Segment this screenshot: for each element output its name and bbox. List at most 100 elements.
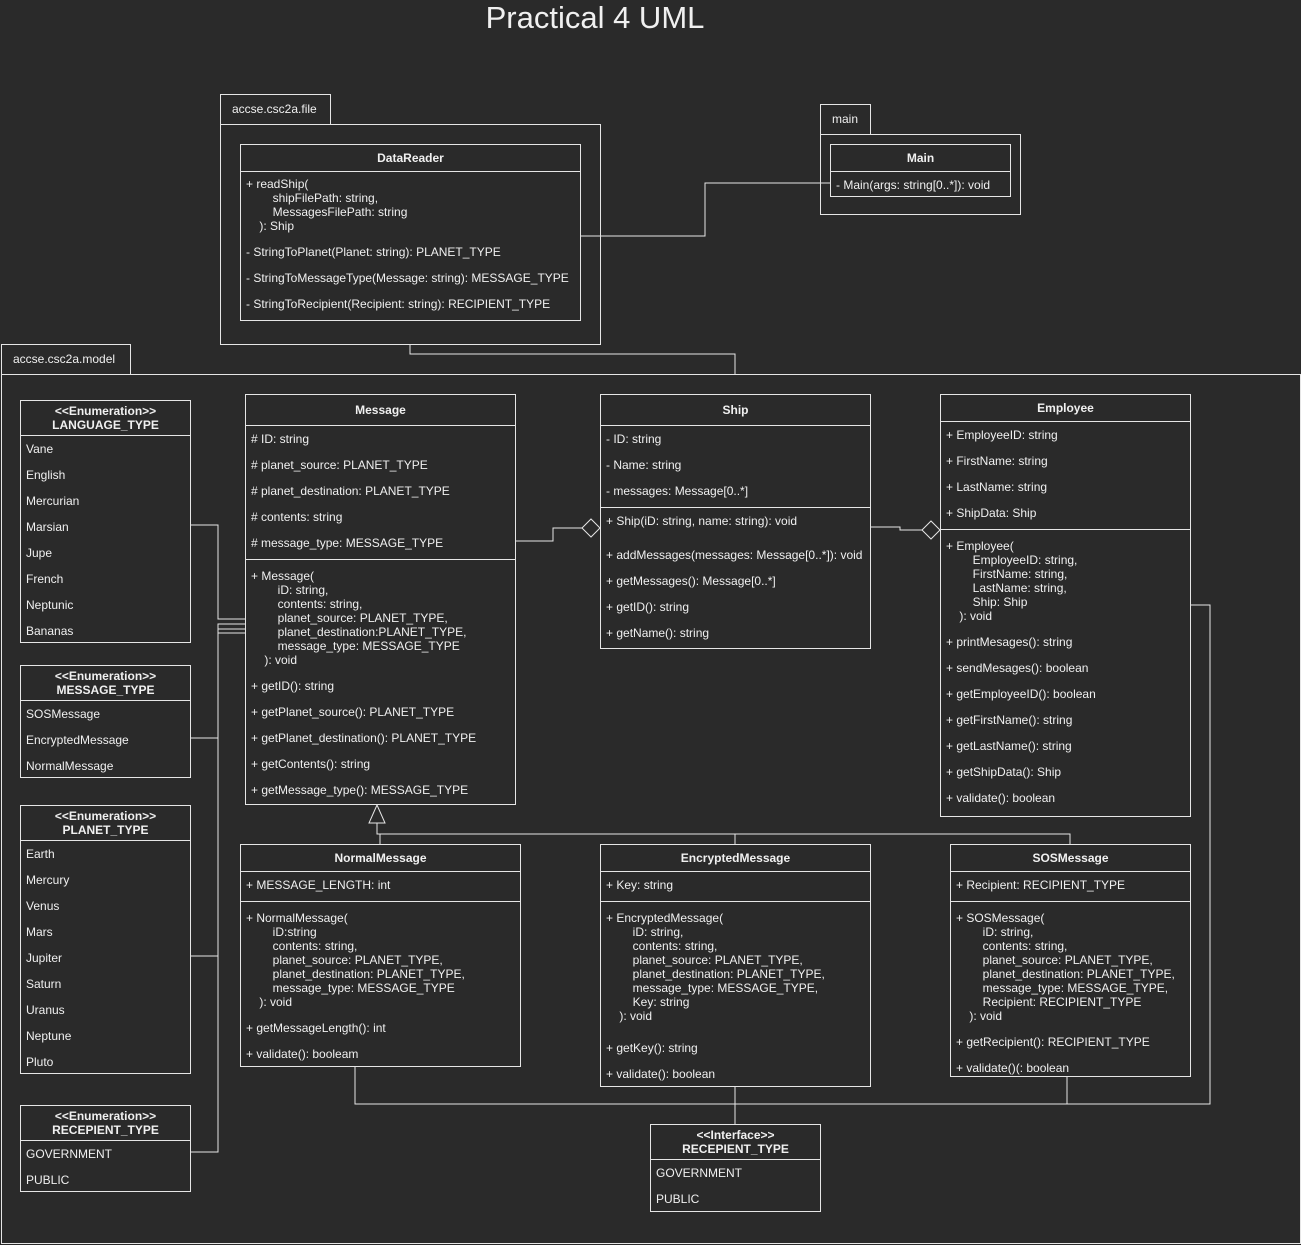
- enum-value: SOSMessage: [26, 707, 101, 721]
- class-ship: Ship - ID: string - Name: string - messa…: [600, 394, 871, 649]
- enum-value: Mercurian: [26, 494, 80, 508]
- class-attribute: + MESSAGE_LENGTH: int: [246, 878, 391, 892]
- class-member: - Main(args: string[0..*]): void: [836, 178, 991, 192]
- class-method: + EncryptedMessage( iD: string, contents…: [606, 911, 825, 1023]
- enum-stereotype: <<Enumeration>>: [54, 669, 157, 683]
- class-member: - StringToMessageType(Message: string): …: [246, 271, 569, 285]
- class-sos-message: SOSMessage + Recipient: RECIPIENT_TYPE +…: [950, 844, 1191, 1077]
- enum-value: Marsian: [26, 520, 69, 534]
- employee-ship-aggregation: [870, 526, 922, 531]
- class-name: Ship: [601, 395, 870, 426]
- class-attribute: - messages: Message[0..*]: [606, 484, 749, 498]
- class-attribute: + EmployeeID: string: [946, 428, 1058, 442]
- class-method: + Ship(iD: string, name: string): void: [606, 514, 798, 528]
- class-encrypted-message: EncryptedMessage + Key: string + Encrypt…: [600, 844, 871, 1087]
- class-attribute: + Recipient: RECIPIENT_TYPE: [956, 878, 1126, 892]
- class-datareader: DataReader + readShip( shipFilePath: str…: [240, 144, 581, 321]
- enum-value: Mars: [26, 925, 53, 939]
- enum-value: Venus: [26, 899, 60, 913]
- class-name: Employee: [941, 395, 1190, 422]
- class-method: + Message( iD: string, contents: string,…: [251, 569, 467, 667]
- enum-value: English: [26, 468, 66, 482]
- enum-value: Uranus: [26, 1003, 65, 1017]
- enum-stereotype: <<Enumeration>>: [54, 809, 157, 823]
- class-method: + getID(): string: [606, 600, 690, 614]
- class-attribute: + LastName: string: [946, 480, 1048, 494]
- enum-stereotype: <<Enumeration>>: [54, 1109, 157, 1123]
- package-file: [220, 124, 601, 345]
- class-attribute: + ShipData: Ship: [946, 506, 1037, 520]
- interface-stereotype: <<Interface>>: [696, 1128, 775, 1142]
- class-attribute: # planet_destination: PLANET_TYPE: [251, 484, 450, 498]
- class-method: + Employee( EmployeeID: string, FirstNam…: [946, 539, 1078, 623]
- enum-value: Saturn: [26, 977, 62, 991]
- class-method: + getMessage_type(): MESSAGE_TYPE: [251, 783, 469, 797]
- class-method: + getEmployeeID(): boolean: [946, 687, 1096, 701]
- class-attribute: + FirstName: string: [946, 454, 1048, 468]
- class-normal-message: NormalMessage + MESSAGE_LENGTH: int + No…: [240, 844, 521, 1067]
- main-datareader-link: [580, 182, 830, 237]
- package-main: [820, 134, 1021, 215]
- class-method: + validate()(: boolean: [956, 1061, 1070, 1075]
- enum-value: GOVERNMENT: [26, 1147, 113, 1161]
- class-method: + addMessages(messages: Message[0..*]): …: [606, 548, 863, 562]
- class-attribute: # message_type: MESSAGE_TYPE: [251, 536, 444, 550]
- class-member: - StringToRecipient(Recipient: string): …: [246, 297, 551, 311]
- enum-value: Bananas: [26, 624, 74, 638]
- class-method: + printMesages(): string: [946, 635, 1073, 649]
- class-attribute: # contents: string: [251, 510, 343, 524]
- generalization-arrowhead: [368, 803, 386, 824]
- class-method: + sendMesages(): boolean: [946, 661, 1089, 675]
- enum-name: PLANET_TYPE: [62, 823, 149, 837]
- enum-value: Jupiter: [26, 951, 63, 965]
- class-attribute: # planet_source: PLANET_TYPE: [251, 458, 428, 472]
- enum-name: RECEPIENT_TYPE: [52, 1123, 159, 1137]
- class-method: + validate(): boolean: [606, 1067, 716, 1081]
- message-generalization: [376, 823, 1071, 844]
- class-attribute: - ID: string: [606, 432, 662, 446]
- package-tab-file: accse.csc2a.file: [220, 94, 331, 125]
- package-tab-model: accse.csc2a.model: [1, 344, 131, 375]
- diagram-title: Practical 4 UML: [485, 0, 705, 35]
- class-name: EncryptedMessage: [601, 845, 870, 872]
- file-model-link: [409, 344, 736, 374]
- enum-value: Neptune: [26, 1029, 72, 1043]
- interface-link: [354, 604, 1211, 1124]
- enum-value: PUBLIC: [26, 1173, 70, 1187]
- class-attribute: - Name: string: [606, 458, 682, 472]
- package-tab-main: main: [820, 104, 871, 135]
- enum-value: Earth: [26, 847, 55, 861]
- class-attribute: # ID: string: [251, 432, 310, 446]
- class-method: + getID(): string: [251, 679, 335, 693]
- enum-value: NormalMessage: [26, 759, 114, 773]
- interface-value: GOVERNMENT: [656, 1166, 743, 1180]
- class-name: NormalMessage: [241, 845, 520, 872]
- class-method: + getMessages(): Message[0..*]: [606, 574, 776, 588]
- class-employee: Employee + EmployeeID: string + FirstNam…: [940, 394, 1191, 817]
- class-name: Main: [831, 145, 1010, 172]
- class-name: SOSMessage: [951, 845, 1190, 872]
- interface-value: PUBLIC: [656, 1192, 700, 1206]
- class-method: + SOSMessage( iD: string, contents: stri…: [956, 911, 1175, 1023]
- ship-message-aggregation: [515, 527, 582, 542]
- enum-value: EncryptedMessage: [26, 733, 129, 747]
- enum-language-type: <<Enumeration>> LANGUAGE_TYPE Vane Engli…: [20, 400, 191, 643]
- enum-planet-type: <<Enumeration>> PLANET_TYPE Earth Mercur…: [20, 805, 191, 1074]
- enum-value: Vane: [26, 442, 54, 456]
- enum-name: LANGUAGE_TYPE: [52, 418, 159, 432]
- class-method: + validate(): booleam: [246, 1047, 359, 1061]
- class-method: + NormalMessage( iD:string contents: str…: [246, 911, 465, 1009]
- enum-value: Mercury: [26, 873, 70, 887]
- class-method: + getPlanet_destination(): PLANET_TYPE: [251, 731, 477, 745]
- class-name: Message: [246, 395, 515, 426]
- class-member: + readShip( shipFilePath: string, Messag…: [246, 177, 408, 233]
- class-name: DataReader: [241, 145, 580, 172]
- enum-name: MESSAGE_TYPE: [56, 683, 155, 697]
- enum-recepient-type: <<Enumeration>> RECEPIENT_TYPE GOVERNMEN…: [20, 1105, 191, 1192]
- class-method: + getShipData(): Ship: [946, 765, 1062, 779]
- class-method: + getPlanet_source(): PLANET_TYPE: [251, 705, 455, 719]
- class-method: + getContents(): string: [251, 757, 371, 771]
- class-method: + getName(): string: [606, 626, 710, 640]
- interface-name: RECEPIENT_TYPE: [682, 1142, 789, 1156]
